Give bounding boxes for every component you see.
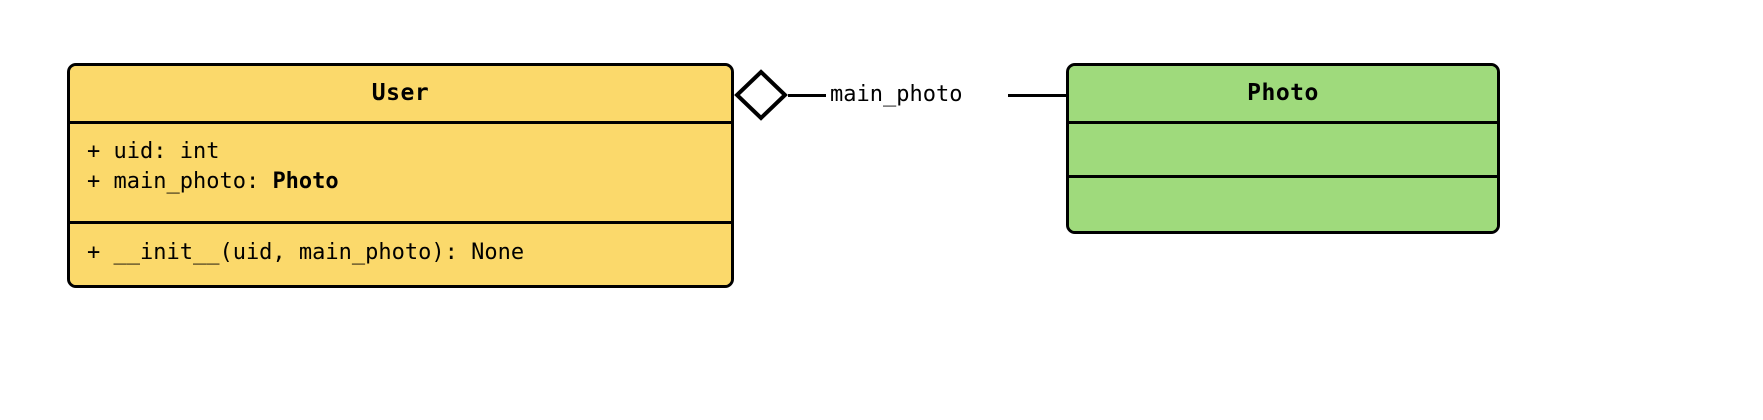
class-attributes-photo: [1069, 121, 1497, 175]
class-operations-user: + __init__(uid, main_photo): None: [70, 221, 731, 285]
association-label-main-photo: main_photo: [826, 80, 967, 110]
association-line-right-segment: [1008, 94, 1066, 97]
class-box-user[interactable]: User + uid: int + main_photo: Photo + __…: [67, 63, 734, 288]
class-box-photo[interactable]: Photo: [1066, 63, 1500, 234]
operation-row: + __init__(uid, main_photo): None: [87, 240, 525, 265]
class-name-photo: Photo: [1069, 66, 1497, 121]
attribute-row: + uid: int: [87, 139, 220, 164]
class-attributes-user: + uid: int + main_photo: Photo: [70, 121, 731, 221]
attribute-type-ref: Photo: [272, 169, 339, 194]
aggregation-diamond-icon: [734, 69, 788, 121]
class-operations-photo: [1069, 175, 1497, 231]
attribute-row: + main_photo: Photo: [70, 167, 731, 197]
attribute-prefix: + main_photo:: [87, 169, 273, 194]
class-name-user: User: [70, 66, 731, 121]
association-line-left-segment: [788, 94, 830, 97]
